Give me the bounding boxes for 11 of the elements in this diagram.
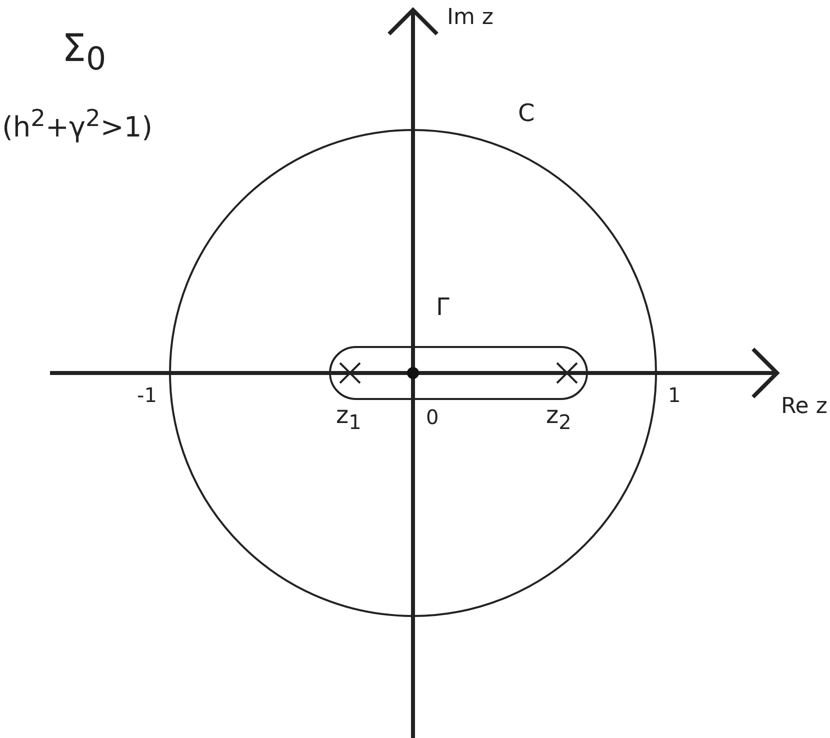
tick-label: 0 <box>426 406 439 428</box>
tick-label: -1 <box>137 384 157 406</box>
condition-label: (h$^{2}$+γ$^{2}$>1) <box>2 106 153 144</box>
axis-label: Re z <box>781 395 828 420</box>
tick-label: 1 <box>668 384 681 406</box>
curve-label: C <box>518 100 535 126</box>
axis-label: Im z <box>447 6 494 30</box>
point-label: z$_{2}$ <box>546 402 572 433</box>
point-label: z$_{1}$ <box>336 402 362 433</box>
contour-label: Γ <box>436 294 450 320</box>
region-label: Σ$_{0}$ <box>62 28 106 78</box>
